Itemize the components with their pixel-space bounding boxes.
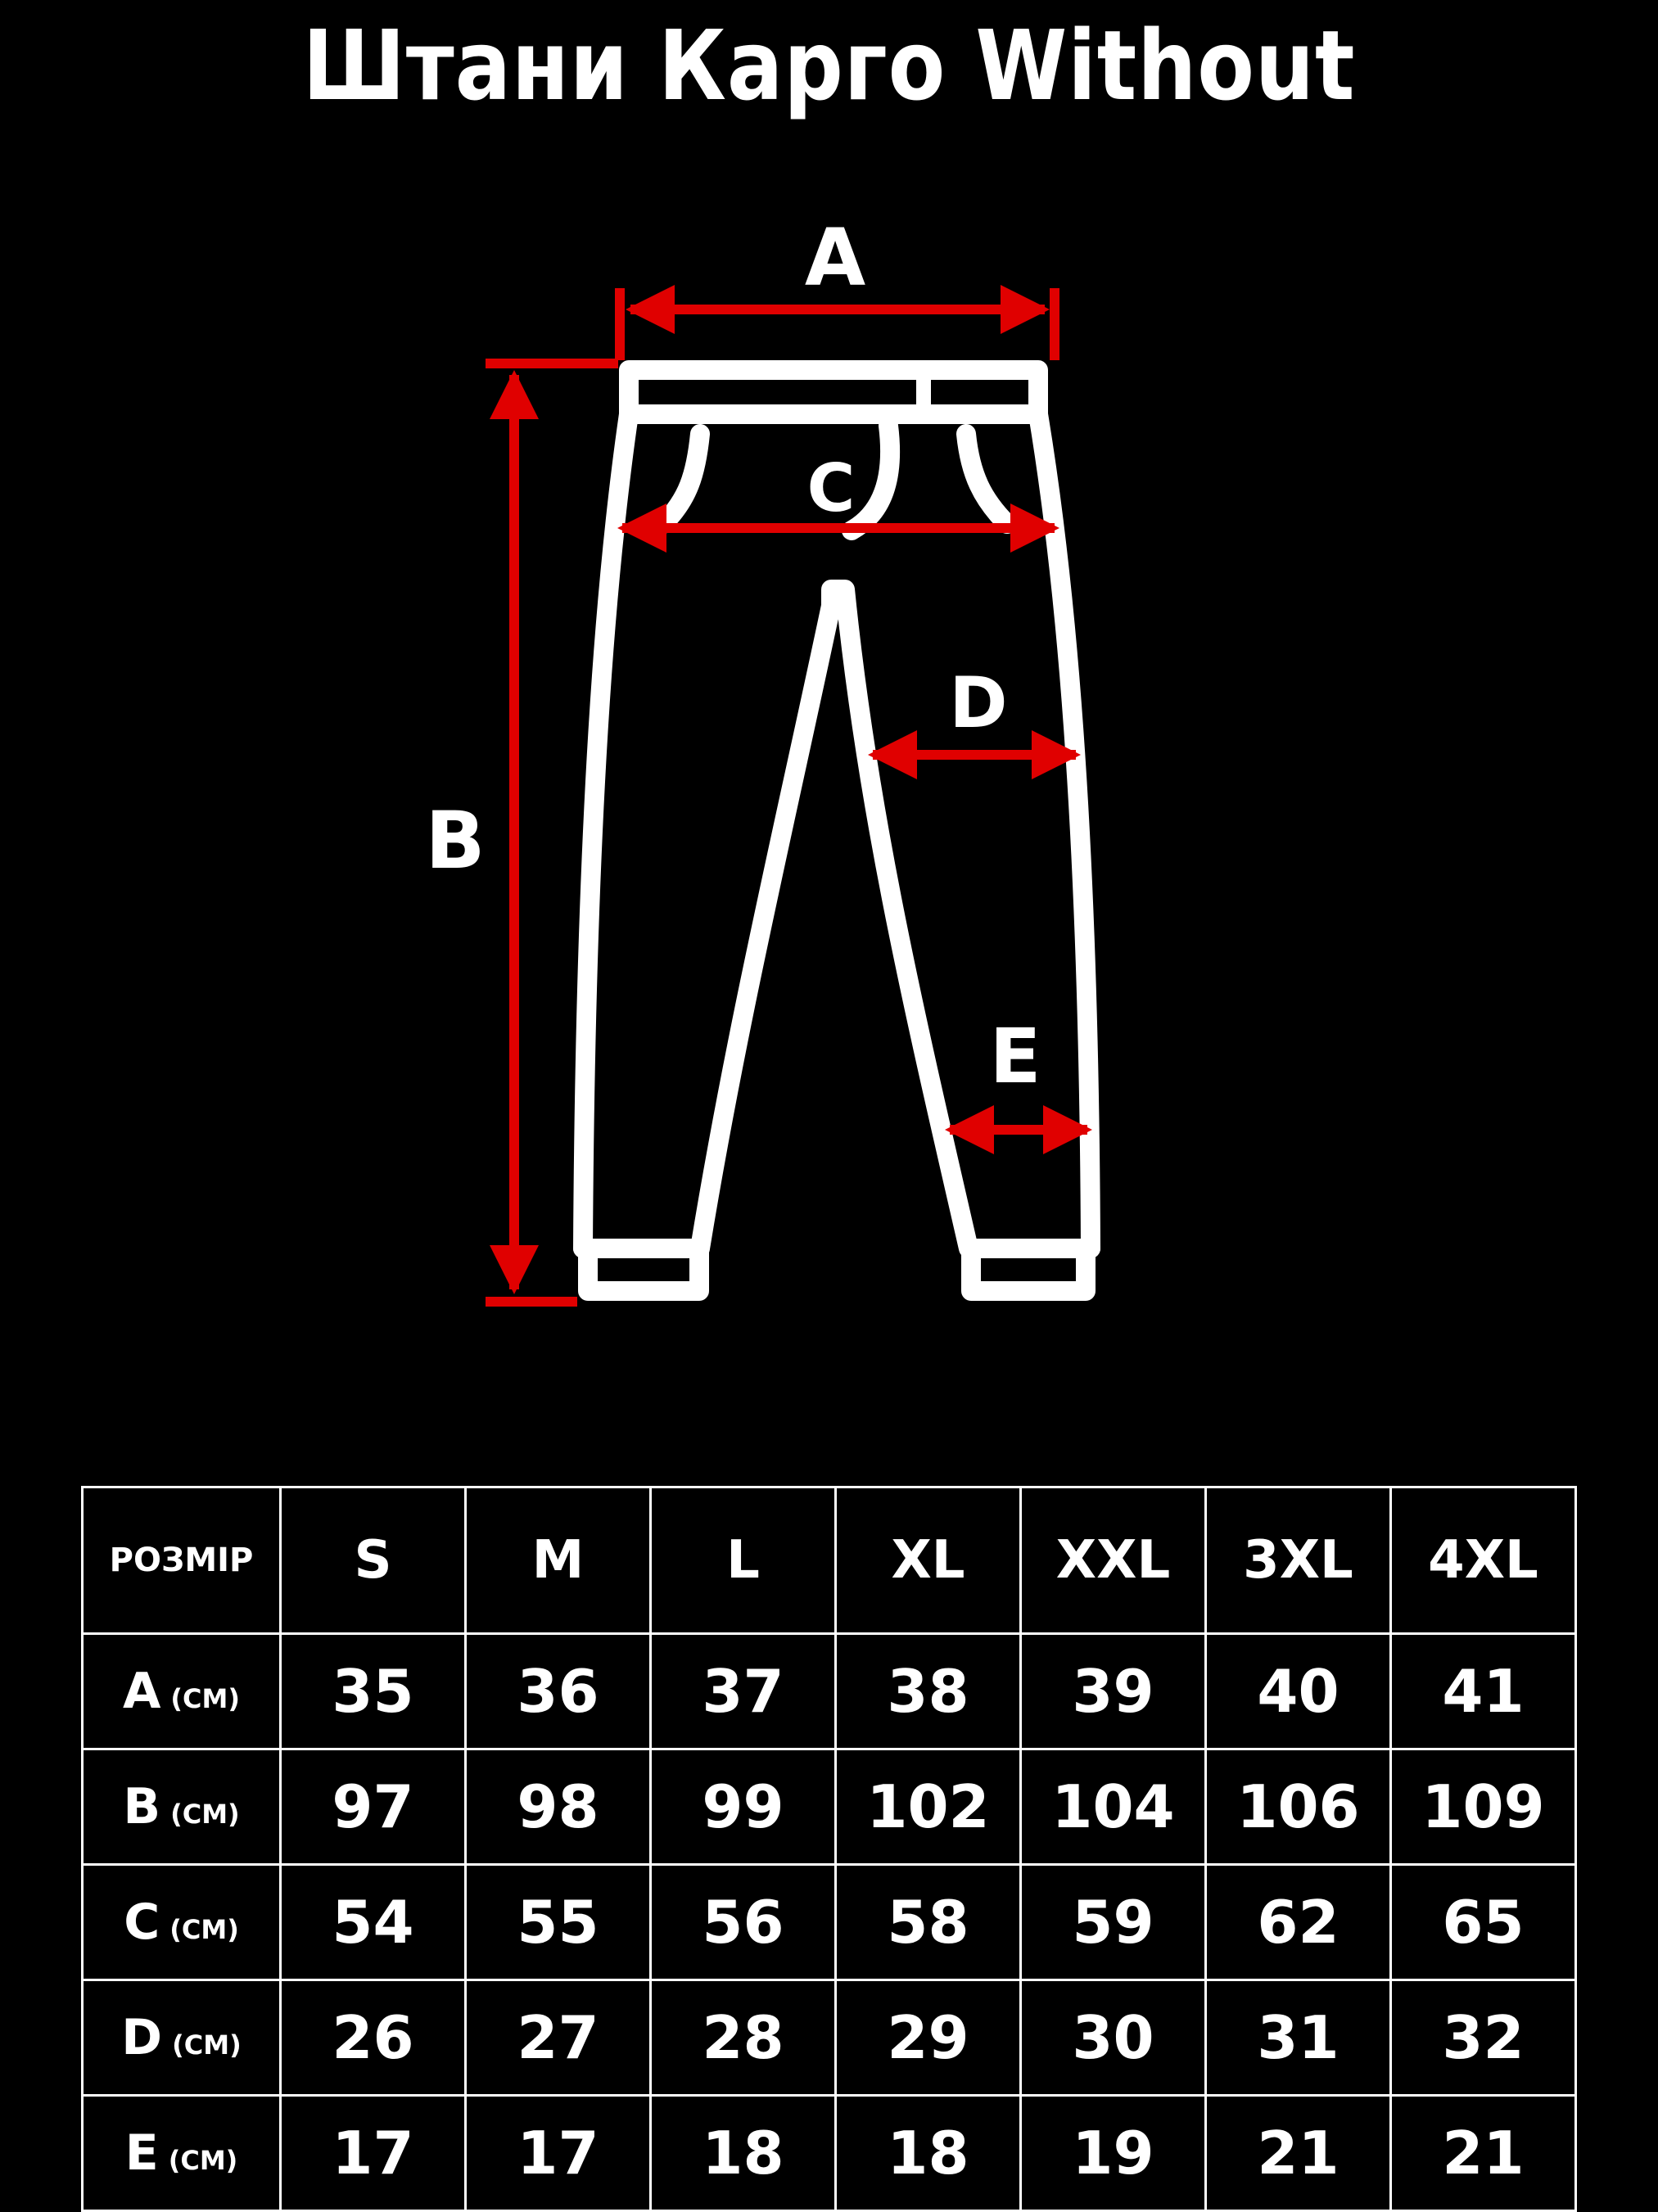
table-cell: 36 [464,1632,652,1750]
measure-letter: D [121,2009,163,2066]
table-cell: 21 [1389,2094,1577,2212]
table-cell: 104 [1019,1748,1207,1866]
right-cuff [961,1239,1096,1301]
table-cell: 40 [1204,1632,1392,1750]
table-row: C (СМ) 54 55 56 58 59 62 65 [81,1863,1577,1981]
row-label: C (СМ) [81,1863,282,1981]
row-label: B (СМ) [81,1748,282,1866]
size-header-cell: S [279,1486,467,1635]
table-cell: 26 [279,1979,467,2097]
label-d: D [949,662,1007,744]
row-label: E (СМ) [81,2094,282,2212]
measure-letter: E [124,2124,159,2182]
unit-label: (СМ) [172,2029,242,2061]
label-e: E [990,1013,1041,1100]
page-title: Штани Карго Without [302,9,1356,122]
waistband [619,360,1048,424]
measure-letter: A [122,1663,161,1720]
unit-label: (СМ) [170,1683,240,1714]
size-header-cell: XXL [1019,1486,1207,1635]
left-cuff [578,1239,709,1301]
table-cell: 109 [1389,1748,1577,1866]
table-cell: 18 [649,2094,837,2212]
size-header-cell: 3XL [1204,1486,1392,1635]
table-cell: 102 [834,1748,1022,1866]
label-b: B [425,795,485,887]
table-cell: 58 [834,1863,1022,1981]
table-cell: 30 [1019,1979,1207,2097]
table-cell: 55 [464,1863,652,1981]
table-cell: 99 [649,1748,837,1866]
table-cell: 106 [1204,1748,1392,1866]
size-header-cell: M [464,1486,652,1635]
size-chart-table: РОЗМІР S M L XL XXL 3XL 4XL A (СМ) 35 36 … [81,1486,1577,2212]
measurement-lines [486,285,1092,1307]
label-c: C [807,450,856,526]
size-header-cell: 4XL [1389,1486,1577,1635]
unit-label: (СМ) [168,2145,238,2176]
fly [842,416,901,540]
unit-label: (СМ) [170,1799,240,1830]
table-row: B (СМ) 97 98 99 102 104 106 109 [81,1748,1577,1866]
table-cell: 56 [649,1863,837,1981]
table-cell: 98 [464,1748,652,1866]
table-cell: 54 [279,1863,467,1981]
size-header-cell: XL [834,1486,1022,1635]
table-cell: 39 [1019,1632,1207,1750]
row-label: D (СМ) [81,1979,282,2097]
left-pocket [653,424,710,534]
measure-letter: B [123,1778,161,1835]
size-header-label: РОЗМІР [81,1486,282,1635]
table-cell: 28 [649,1979,837,2097]
pants-measurement-diagram: A B C D E [425,212,1100,1307]
table-cell: 17 [464,2094,652,2212]
row-label: A (СМ) [81,1632,282,1750]
unit-label: (СМ) [169,1914,239,1945]
table-cell: 21 [1204,2094,1392,2212]
table-cell: 59 [1019,1863,1207,1981]
table-cell: 97 [279,1748,467,1866]
table-cell: 41 [1389,1632,1577,1750]
table-cell: 37 [649,1632,837,1750]
label-a: A [805,212,865,304]
table-header-row: РОЗМІР S M L XL XXL 3XL 4XL [81,1486,1577,1635]
right-pocket [956,424,1017,534]
table-cell: 35 [279,1632,467,1750]
table-cell: 31 [1204,1979,1392,2097]
table-cell: 65 [1389,1863,1577,1981]
table-row: A (СМ) 35 36 37 38 39 40 41 [81,1632,1577,1750]
table-cell: 62 [1204,1863,1392,1981]
table-row: E (СМ) 17 17 18 18 19 21 21 [81,2094,1577,2212]
table-cell: 38 [834,1632,1022,1750]
table-cell: 32 [1389,1979,1577,2097]
measure-letter: C [124,1894,160,1951]
table-row: D (СМ) 26 27 28 29 30 31 32 [81,1979,1577,2097]
size-header-cell: L [649,1486,837,1635]
table-cell: 29 [834,1979,1022,2097]
table-cell: 27 [464,1979,652,2097]
table-cell: 19 [1019,2094,1207,2212]
table-cell: 18 [834,2094,1022,2212]
table-cell: 17 [279,2094,467,2212]
